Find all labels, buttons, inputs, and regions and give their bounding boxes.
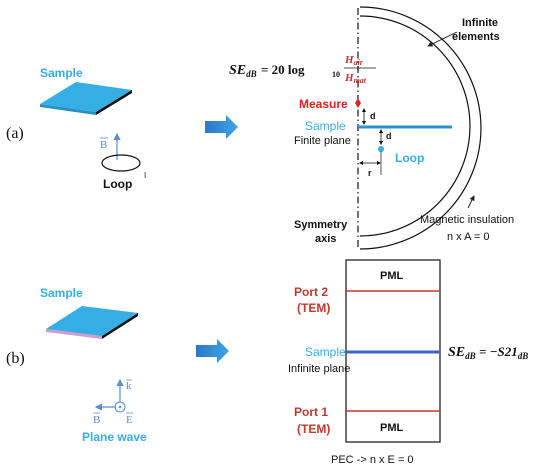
sample-slab-a <box>40 82 132 115</box>
pml-bottom-label: PML <box>380 422 404 434</box>
loop-label-a: Loop <box>103 177 132 191</box>
panel-b-label: (b) <box>6 350 25 367</box>
pml-top-label: PML <box>380 270 404 282</box>
symmetry-label-1: Symmetry <box>294 219 348 231</box>
formula-a: SEdB = 20 log 10 Hair Hmat <box>229 54 376 85</box>
process-arrow-b <box>196 339 229 363</box>
sample-slab-b <box>46 306 138 339</box>
svg-text:SEdB: SEdB <box>229 63 257 79</box>
plane-wave-vectors-b <box>94 378 126 413</box>
measure-point-a <box>355 98 361 108</box>
e-label-b: E <box>126 414 133 426</box>
sample-label-a: Sample <box>40 66 83 80</box>
sample-label-b: Sample <box>40 286 83 300</box>
svg-text:= 20 log: = 20 log <box>261 62 305 77</box>
b-label-a: B <box>100 139 107 151</box>
outer-boundary-a <box>359 6 482 250</box>
mag-insulation-label: Magnetic insulation <box>420 214 514 226</box>
svg-text:= −S21dB: = −S21dB <box>479 344 528 361</box>
b-label-b: B <box>93 414 100 426</box>
inner-boundary-a <box>359 15 471 237</box>
svg-text:10: 10 <box>332 70 340 79</box>
measure-label-a: Measure <box>299 97 348 111</box>
k-label-b: k <box>126 380 132 392</box>
svg-text:SEdB: SEdB <box>448 345 476 361</box>
r-label-a: r <box>368 168 372 178</box>
svg-text:Hmat: Hmat <box>344 72 367 85</box>
symmetry-label-2: axis <box>315 233 336 245</box>
port2-label-1: Port 2 <box>294 285 328 299</box>
infinite-elements-label-2: elements <box>452 31 500 43</box>
process-arrow-a <box>205 115 238 139</box>
loop-point-a <box>378 146 384 152</box>
formula-b: SEdB = −S21dB <box>448 344 528 361</box>
d-label-2: d <box>386 131 392 141</box>
panel-a-label: (a) <box>6 125 24 142</box>
mag-insulation-eq: n x A = 0 <box>447 231 490 243</box>
infinite-elements-label-1: Infinite <box>462 17 498 29</box>
pec-label-b: PEC -> n x E = 0 <box>331 454 414 466</box>
port1-label-1: Port 1 <box>294 405 328 419</box>
sample-right-label-b: Sample <box>305 345 346 359</box>
svg-text:Hair: Hair <box>344 54 364 67</box>
sample-right-label-a: Sample <box>305 119 346 133</box>
port1-label-2: (TEM) <box>297 422 330 436</box>
current-label-a: I <box>144 171 146 180</box>
finite-plane-label-a: Finite plane <box>294 135 351 147</box>
d-label-1: d <box>370 111 376 121</box>
port2-label-2: (TEM) <box>297 301 330 315</box>
plane-wave-label-b: Plane wave <box>82 430 147 444</box>
infinite-plane-label-b: Infinite plane <box>288 363 350 375</box>
loop-ellipse-a <box>101 154 141 172</box>
loop-right-label-a: Loop <box>395 151 424 165</box>
